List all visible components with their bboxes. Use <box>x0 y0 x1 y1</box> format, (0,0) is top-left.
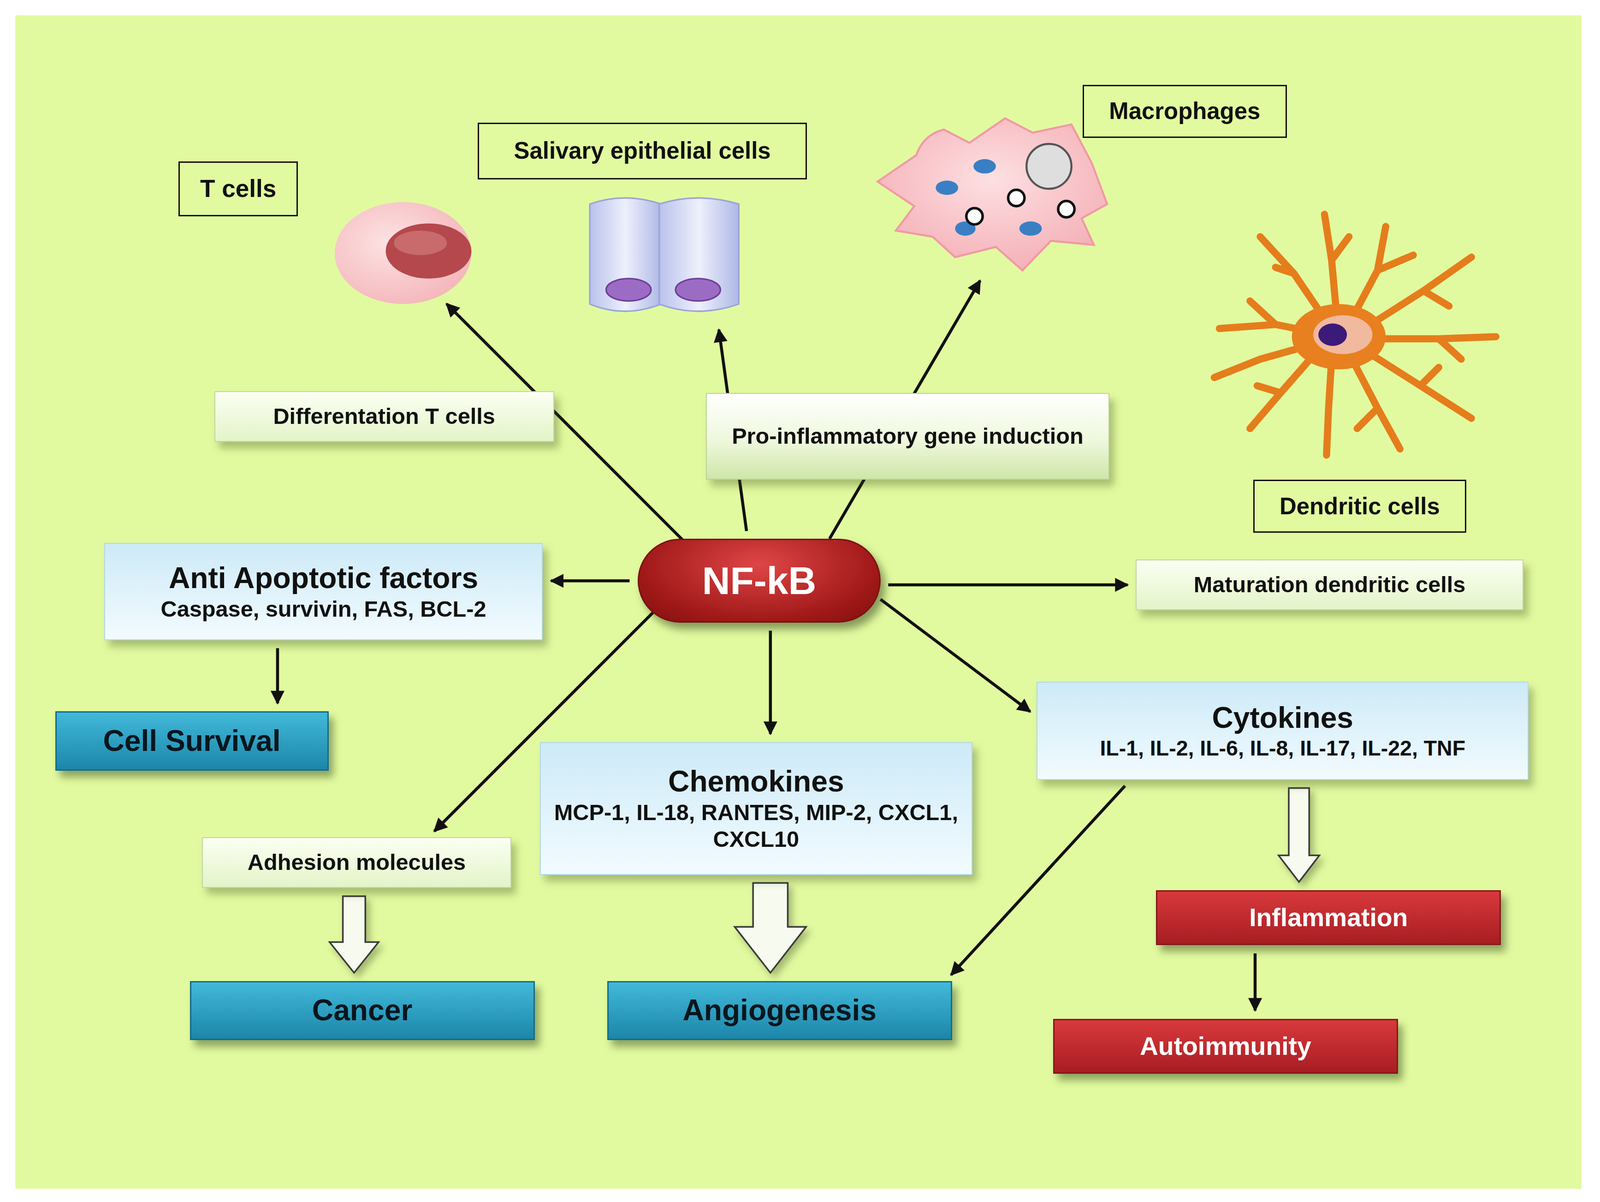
node-heading: NF-kB <box>702 557 817 604</box>
t-cell-picture <box>334 201 472 304</box>
node-heading: Pro-inflammatory gene induction <box>731 422 1084 450</box>
macrophage-picture <box>877 118 1108 271</box>
cell-group: T cells <box>178 161 475 299</box>
arrow-connector <box>769 630 773 734</box>
outcome-box: Cancer <box>189 980 535 1040</box>
arrow-connector <box>951 785 1126 975</box>
arrow-connector <box>880 598 1031 712</box>
cell-group: Macrophages <box>877 84 1287 274</box>
node-heading: T cells <box>200 174 277 204</box>
node-detail: MCP-1, IL-18, RANTES, MIP-2, CXCL1, CXCL… <box>552 799 960 853</box>
node-heading: Inflammation <box>1249 902 1408 933</box>
node-heading: Dendritic cells <box>1279 492 1440 521</box>
cell-group: Salivary epithelial cells <box>477 122 808 322</box>
node-heading: Macrophages <box>1108 97 1261 125</box>
node-detail: IL-1, IL-2, IL-6, IL-8, IL-17, IL-22, TN… <box>1099 735 1466 761</box>
outcome-box: Autoimmunity <box>1053 1018 1399 1074</box>
node-heading: Cell Survival <box>102 723 281 759</box>
node-heading: Anti Apoptotic factors <box>168 560 479 596</box>
node-heading: Salivary epithelial cells <box>514 136 771 165</box>
node-heading: Cancer <box>312 992 413 1028</box>
cell-label: T cells <box>178 161 298 217</box>
central-node: NF-kB <box>637 538 881 623</box>
process-box: Differentation T cells <box>214 391 555 443</box>
block-arrow <box>329 895 379 973</box>
cell-label: Dendritic cells <box>1253 479 1467 533</box>
factor-box: Anti Apoptotic factorsCaspase, survivin,… <box>104 542 544 640</box>
block-arrow <box>1278 787 1320 882</box>
node-heading: Maturation dendritic cells <box>1193 571 1466 598</box>
arrow-connector <box>551 579 630 583</box>
cell-label: Macrophages <box>1082 84 1287 138</box>
block-arrow <box>734 882 806 973</box>
node-heading: Cytokines <box>1211 700 1354 736</box>
node-heading: Adhesion molecules <box>247 848 466 876</box>
outcome-box: Angiogenesis <box>607 980 953 1040</box>
background <box>15 15 1582 1189</box>
epithelial-picture <box>589 197 739 312</box>
node-heading: Differentation T cells <box>272 402 495 430</box>
cell-label: Salivary epithelial cells <box>477 122 808 180</box>
node-detail: Caspase, survivin, FAS, BCL-2 <box>160 595 487 623</box>
process-box: Adhesion molecules <box>201 836 512 889</box>
outcome-box: Cell Survival <box>55 711 329 771</box>
node-heading: Chemokines <box>668 764 845 800</box>
dendritic-body <box>1291 303 1387 370</box>
process-box: Pro-inflammatory gene induction <box>705 392 1109 480</box>
dendritic-picture <box>1214 214 1496 456</box>
arrow-connector <box>1253 953 1257 1011</box>
node-heading: Angiogenesis <box>682 992 877 1028</box>
outcome-box: Inflammation <box>1155 889 1501 946</box>
arrow-connector <box>276 647 280 704</box>
factor-box: CytokinesIL-1, IL-2, IL-6, IL-8, IL-17, … <box>1036 681 1529 780</box>
process-box: Maturation dendritic cells <box>1135 559 1524 611</box>
arrow-connector <box>888 583 1128 587</box>
factor-box: ChemokinesMCP-1, IL-18, RANTES, MIP-2, C… <box>539 741 973 875</box>
node-heading: Autoimmunity <box>1139 1031 1312 1061</box>
